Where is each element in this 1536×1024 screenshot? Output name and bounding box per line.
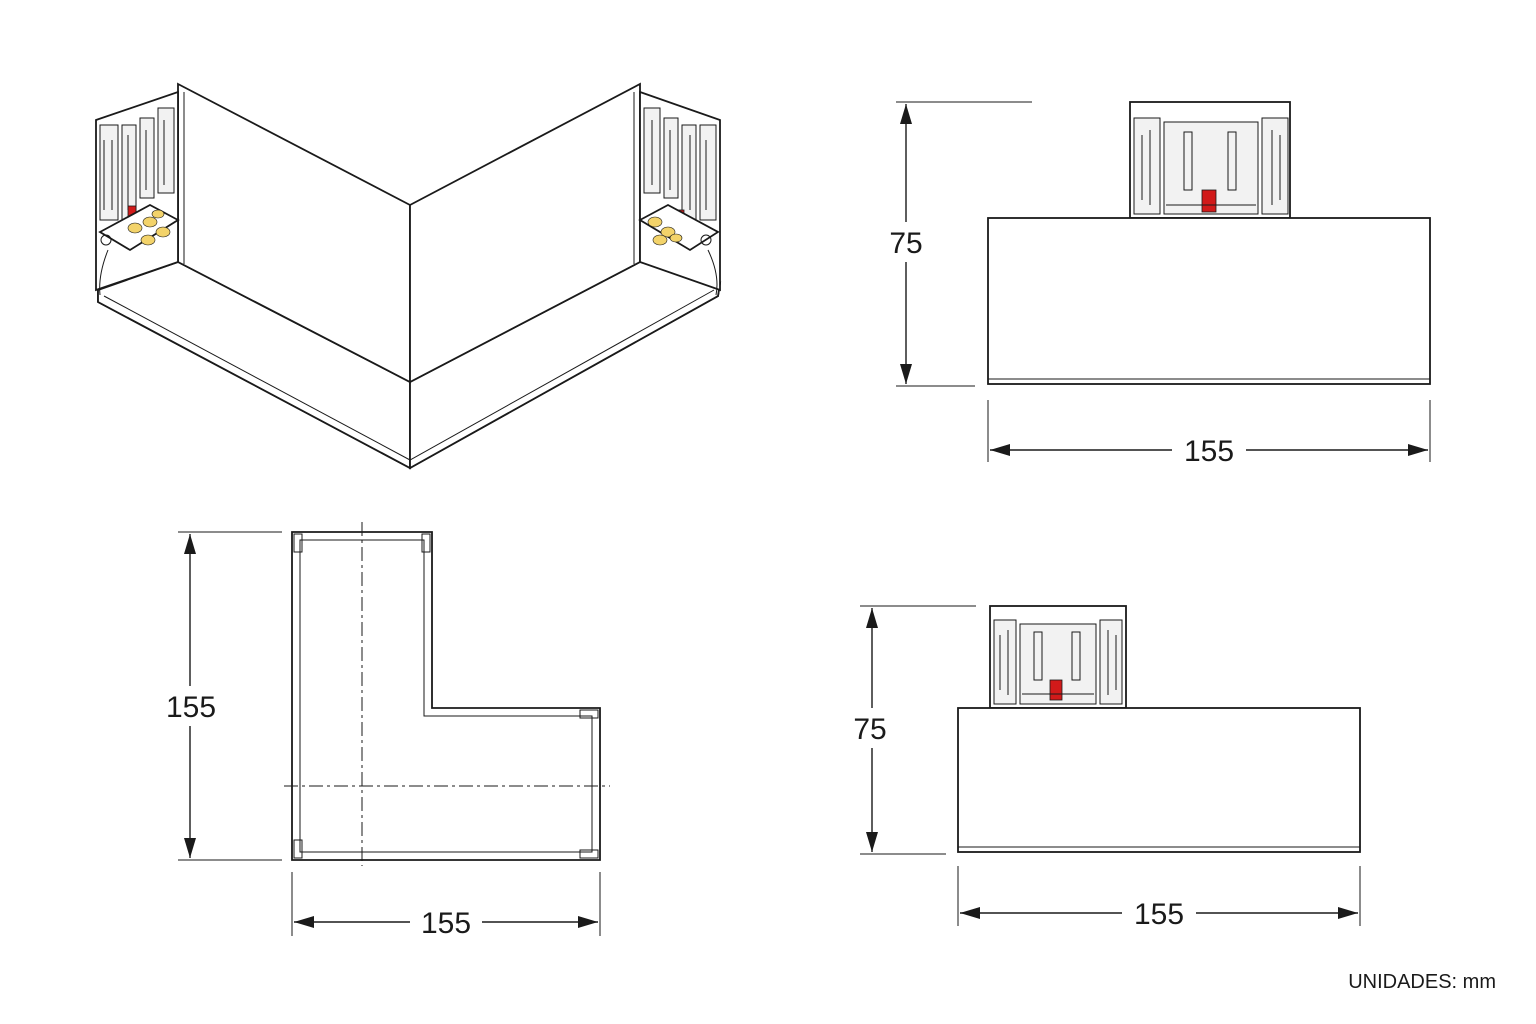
plan-width-dimension: 155 xyxy=(291,872,601,942)
plan-view: 155 155 xyxy=(160,522,610,942)
front-top-height-label: 75 xyxy=(889,227,922,260)
front-view-top: 75 155 xyxy=(884,101,1431,470)
front-bottom-connector xyxy=(989,605,1127,709)
units-label: UNIDADES: mm xyxy=(1348,971,1496,993)
plan-width-label: 155 xyxy=(421,907,471,940)
iso-right-connector xyxy=(638,90,721,296)
front-bottom-body xyxy=(957,707,1361,853)
isometric-view xyxy=(95,82,722,470)
plan-height-dimension: 155 xyxy=(160,531,282,861)
front-top-body xyxy=(987,217,1431,385)
front-bottom-height-label: 75 xyxy=(853,713,886,746)
front-bottom-width-label: 155 xyxy=(1134,898,1184,931)
front-top-height-dimension: 75 xyxy=(884,101,1032,387)
plan-height-label: 155 xyxy=(166,691,216,724)
front-top-width-label: 155 xyxy=(1184,435,1234,468)
front-bottom-width-dimension: 155 xyxy=(957,866,1361,933)
front-view-bottom: 75 155 xyxy=(850,605,1361,933)
iso-left-connector xyxy=(95,90,180,296)
front-top-connector xyxy=(1129,101,1291,219)
plan-l-outline xyxy=(291,531,601,861)
front-top-width-dimension: 155 xyxy=(987,400,1431,470)
front-bottom-height-dimension: 75 xyxy=(850,605,976,855)
